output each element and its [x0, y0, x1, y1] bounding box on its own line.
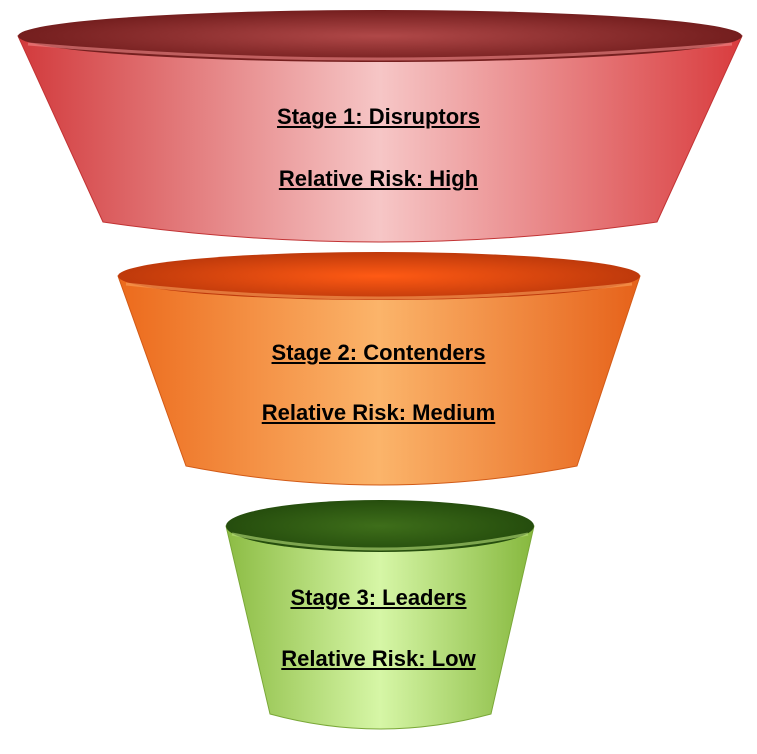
stage-2-risk: Relative Risk: Medium: [261, 400, 496, 425]
stage-1-title: Stage 1: Disruptors: [277, 104, 480, 129]
stage-1-cone: [17, 10, 743, 243]
stage-1-risk: Relative Risk: High: [278, 166, 479, 191]
stage-3-risk: Relative Risk: Low: [281, 646, 476, 671]
stage-3-cone: [225, 500, 535, 730]
stage-3-title: Stage 3: Leaders: [290, 585, 467, 610]
stage-2-title: Stage 2: Contenders: [271, 340, 486, 365]
stage-2-cone: [117, 252, 641, 486]
